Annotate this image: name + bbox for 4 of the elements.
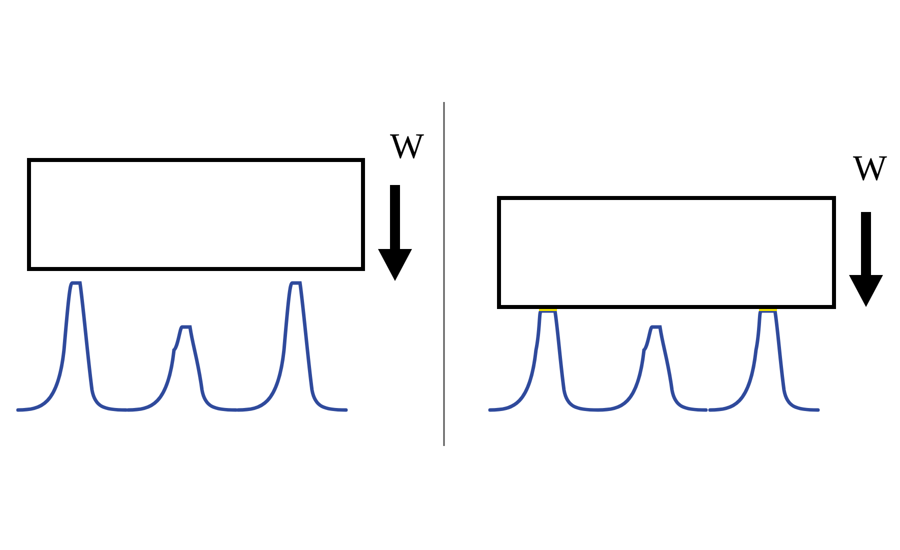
load-label: W	[390, 128, 424, 164]
block-rectangle	[497, 196, 836, 309]
block-rectangle	[27, 158, 365, 271]
load-label: W	[853, 150, 887, 186]
